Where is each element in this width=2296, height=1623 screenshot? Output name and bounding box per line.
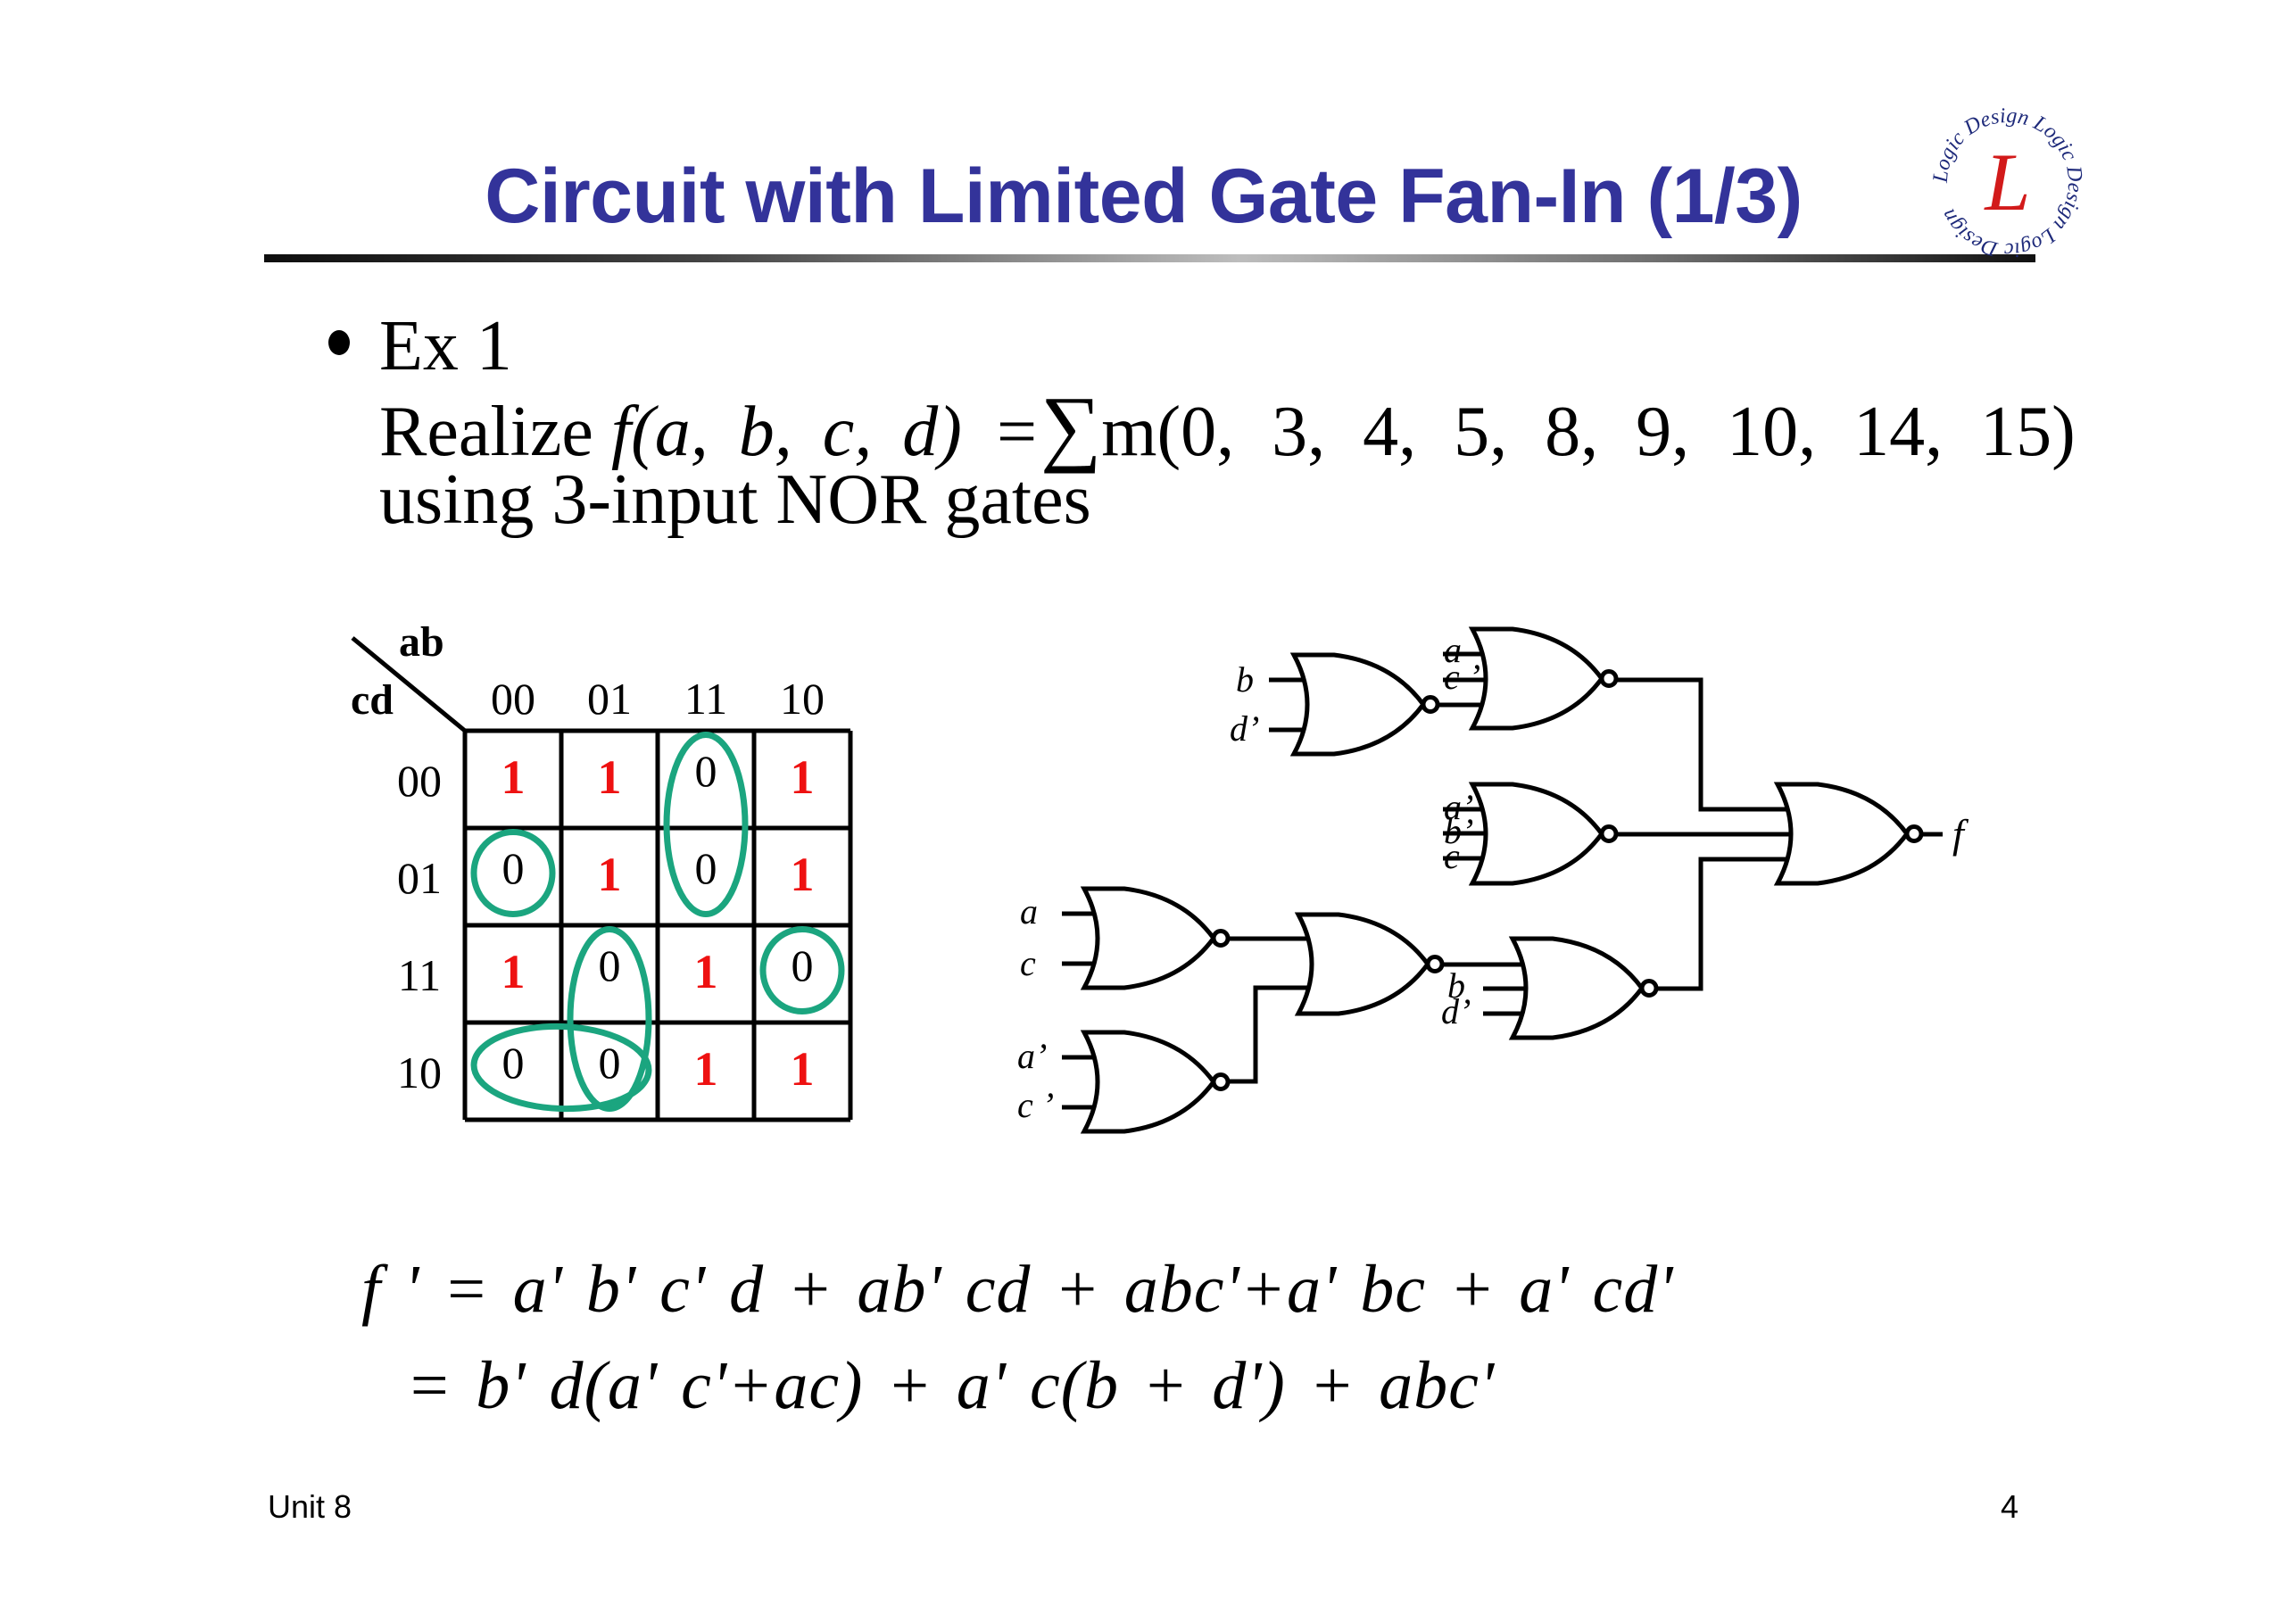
kmap-cell-one: 1 [598, 750, 622, 804]
kmap-cell-zero: 0 [695, 843, 717, 893]
kmap-cell-zero: 0 [599, 1038, 621, 1088]
nor-gate-g2-bubble [1599, 669, 1619, 688]
sum-icon: ∑ [1040, 378, 1102, 474]
footer-unit: Unit 8 [268, 1488, 352, 1525]
kmap-col-label: 11 [684, 674, 727, 724]
nor-gate-g5 [1080, 886, 1217, 990]
slide-title: Circuit with Limited Gate Fan-In (1/3) [485, 153, 1803, 239]
label-output-f: f [1952, 811, 1969, 857]
label-a-g5: a [1020, 891, 1038, 932]
kmap-col-label: 10 [780, 674, 825, 724]
label-a-prime: a’ [1444, 787, 1473, 827]
nor-gate-g3-bubble [1599, 824, 1619, 843]
wire-g4-final [1655, 857, 1787, 991]
label-b: b [1236, 659, 1254, 700]
wire-g6-g7 [1227, 985, 1309, 1084]
kmap-cell-zero: 0 [599, 940, 621, 990]
kmap-loop-abc' [663, 732, 749, 917]
kmap-cells: 1 1 0 1 0 1 0 1 1 0 1 0 0 0 1 1 [501, 746, 815, 1096]
nor-gate-g6 [1080, 1030, 1217, 1134]
nor-gate-g1 [1289, 652, 1427, 757]
label-c-prime: c ’ [1444, 657, 1480, 697]
realize-prefix: Realize [379, 393, 593, 471]
nor-gate-g7-bubble [1425, 955, 1445, 973]
kmap-cell-zero: 0 [695, 746, 717, 796]
kmap-cell-zero: 0 [502, 843, 525, 893]
kmap-cell-one: 1 [694, 945, 718, 998]
kmap-cell-one: 1 [791, 750, 815, 804]
title-divider [264, 254, 2035, 262]
logic-design-logo-icon: Logic Design Logic Design Logic Design L [1929, 104, 2087, 259]
nor-gate-final-bubble [1904, 824, 1924, 843]
label-b-prime: b’ [1444, 811, 1473, 851]
using-line: using 3-input NOR gates [379, 460, 1091, 539]
nor-gate-g6-bubble [1211, 1072, 1231, 1091]
kmap-loop-a'bc [567, 926, 652, 1112]
label-a: a [1444, 630, 1462, 670]
kmap-row-label: 01 [397, 853, 442, 903]
label-c-g5: c [1020, 943, 1036, 983]
kmap-row-labels: 00 01 11 10 [397, 756, 442, 1097]
kmap-cell-one: 1 [694, 1042, 718, 1096]
nor-gate-g4 [1508, 936, 1645, 1040]
kmap-col-label: 01 [587, 674, 632, 724]
kmap-row-label: 10 [397, 1047, 442, 1097]
kmap-row-label: 11 [398, 950, 441, 1000]
nor-circuit [1062, 626, 1943, 1134]
kmap-grid [462, 728, 853, 1122]
kmap-cell-one: 1 [501, 750, 526, 804]
kmap-cell-zero: 0 [502, 1038, 525, 1088]
realize-line: Realize f(a, b, c, d) =∑m(0, 3, 4, 5, 8,… [379, 384, 2076, 472]
wire-g2-final [1597, 677, 1787, 812]
nor-gate-g5-bubble [1211, 929, 1231, 948]
kmap-column-labels: 00 01 11 10 [491, 674, 825, 724]
label-d-prime-g4: d’ [1441, 991, 1471, 1031]
label-c-prime-g6: c ’ [1017, 1085, 1054, 1125]
label-c: c [1444, 836, 1460, 876]
kmap-loops [470, 732, 845, 1113]
kmap-cell-one: 1 [501, 945, 526, 998]
equation-line-2: = b' d(a' c'+ac) + a' c(b + d') + abc' [406, 1348, 1496, 1423]
logo-letter: L [1983, 137, 2030, 228]
equation-line-1: f ' = a' b' c' d + ab' cd + abc'+a' bc +… [361, 1252, 1674, 1327]
label-d-prime: d’ [1230, 708, 1259, 749]
kmap-cell-zero: 0 [792, 940, 814, 990]
kmap-cell-one: 1 [598, 848, 622, 901]
function-rhs: m(0, 3, 4, 5, 8, 9, 10, 14, 15) [1101, 393, 2076, 471]
kmap-loop-ab'cd [759, 926, 845, 1014]
kmap-row-label: 00 [397, 756, 442, 806]
nor-gate-g2 [1468, 626, 1605, 731]
nor-gate-g4-bubble [1639, 979, 1659, 998]
kmap-cell-one: 1 [791, 848, 815, 901]
bullet-icon [328, 330, 350, 355]
page-number: 4 [2001, 1488, 2019, 1525]
kmap-loop-a'b'c'd [470, 829, 556, 917]
kmap-diagonal [351, 636, 467, 733]
kmap-cell-one: 1 [791, 1042, 815, 1096]
nor-gate-g3 [1468, 782, 1605, 886]
nor-gate-g1-bubble [1421, 695, 1440, 714]
label-b-g4: b [1447, 965, 1465, 1006]
example-label: Ex 1 [379, 307, 512, 385]
kmap-loop-a'cd' [470, 1023, 652, 1113]
nor-gate-final [1773, 782, 1911, 886]
kmap-row-variable: cd [351, 676, 394, 724]
label-a-prime-g6: a’ [1017, 1036, 1047, 1076]
function-lhs: f(a, b, c, d) = [610, 393, 1040, 471]
kmap-col-variable: ab [399, 618, 444, 666]
kmap-col-label: 00 [491, 674, 535, 724]
nor-gate-g7 [1294, 912, 1431, 1016]
